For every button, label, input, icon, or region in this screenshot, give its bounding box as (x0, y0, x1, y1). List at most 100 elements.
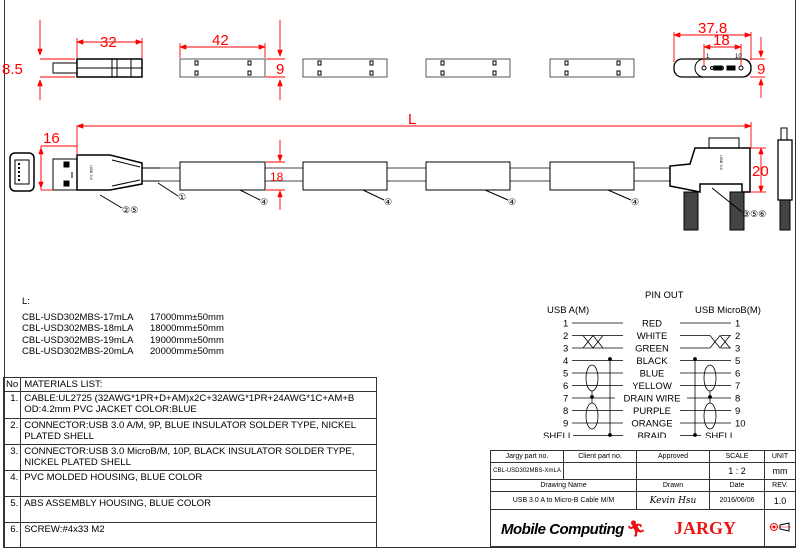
pinout-right-pin: 2 (735, 331, 740, 342)
jargy-part-label: Jargy part no. (490, 450, 564, 463)
dim-usb-a-height: 8.5 (2, 61, 23, 78)
part-number: CBL-USD302MBS-19mLA (22, 334, 134, 346)
dim-overmold-length: 42 (212, 32, 229, 49)
drawn-signature: Kevin Hsu (636, 491, 710, 510)
microb-molded-label: USB 3.0 (719, 155, 724, 171)
pinout-right-pin: 5 (735, 356, 740, 367)
microb-top-view (673, 58, 752, 78)
dim-microb-length: 37.8 (698, 20, 727, 37)
item-no: 3. (2, 444, 22, 471)
pinout-left-pin: 1 (563, 319, 568, 330)
pinout-right-header: USB MicroB(M) (695, 305, 761, 316)
usb-a-top-view (52, 58, 143, 78)
rev-label: REV. (764, 479, 796, 492)
runner-logo-icon: 🏃︎ (625, 520, 647, 538)
drawing-name-value: USB 3.0 A to Micro-B Cable M/M (490, 491, 637, 510)
pinout-wire-color: GREEN (635, 344, 669, 355)
callout-microb: ③⑤⑥ (742, 209, 766, 219)
twisted-pair-icon (582, 334, 604, 349)
pinout-wire-color: YELLOW (632, 381, 672, 392)
pinout-left-pin: 5 (563, 369, 568, 380)
length-list-item: CBL-USD302MBS-20mLA 20000mm±50mm (22, 346, 224, 358)
pinout-wire-color: BRAID (637, 431, 666, 438)
item-no: 5. (2, 496, 22, 523)
dim-plug-length: 16 (43, 130, 60, 147)
mobile-computing-logo: Mobile Computing (501, 520, 624, 538)
length-value: 17000mm±50mm (150, 311, 224, 323)
item-text: CABLE:UL2725 (32AWG*1PR+D+AM)x2C+32AWG*1… (20, 391, 377, 419)
drawing-frame (4, 0, 796, 548)
twisted-pair-icon (709, 334, 731, 349)
dim-microb-height: 9 (757, 61, 765, 78)
dim-microb-side-height: 20 (752, 163, 769, 180)
jargy-part-value: CBL-USD302MBS-XmLA (490, 462, 564, 480)
callout-cable: ① (178, 192, 186, 202)
title-block: Jargy part no. Client part no. Approved … (490, 450, 796, 547)
pinout-wire-color: DRAIN WIRE (624, 394, 681, 405)
materials-row: 3.CONNECTOR:USB 3.0 MicroB/M, 10P, BLACK… (2, 444, 377, 471)
projection-symbol-icon (764, 509, 796, 547)
materials-row: 5.ABS ASSEMBLY HOUSING, BLUE COLOR (2, 496, 377, 523)
pinout-wire-color: RED (642, 319, 662, 330)
dim-total-length: L (408, 111, 416, 128)
pinout-left-pin: SHELL (543, 431, 573, 438)
pinout-right-pin: 7 (735, 381, 740, 392)
item-no: 6. (2, 522, 22, 548)
pinout-left-pin: 6 (563, 381, 568, 392)
pinout-left-pin: 4 (563, 356, 568, 367)
materials-row: 2.CONNECTOR:USB 3.0 A/M, 9P, BLUE INSULA… (2, 418, 377, 445)
part-number: CBL-USD302MBS-17mLA (22, 311, 134, 323)
pinout-left-pin: 2 (563, 331, 568, 342)
item-text: CONNECTOR:USB 3.0 A/M, 9P, BLUE INSULATO… (20, 418, 377, 445)
pinout-left-pin: 7 (563, 394, 568, 405)
part-number: CBL-USD302MBS-20mLA (22, 346, 134, 357)
overmold-top-view (179, 58, 635, 78)
jargy-logo: JARGY (674, 517, 737, 538)
item-no: 2. (2, 418, 22, 445)
company-logos: Mobile Computing 🏃︎ JARGY (490, 509, 765, 547)
dim-microb-pin-span: 18 (713, 32, 730, 49)
item-text: PVC MOLDED HOUSING, BLUE COLOR (20, 470, 377, 497)
callout-overmold-3: ④ (508, 197, 516, 207)
pinout-wire-color: BLUE (640, 369, 665, 380)
usb-a-molded-label: USB 3.0 (89, 165, 94, 181)
leader-lines (99, 182, 743, 213)
item-text: CONNECTOR:USB 3.0 MicroB/M, 10P, BLACK I… (20, 444, 377, 471)
item-text: SCREW:#4x33 M2 (20, 522, 377, 548)
callout-overmold-2: ④ (384, 197, 392, 207)
item-no: 4. (2, 470, 22, 497)
pinout-wire-color: ORANGE (631, 419, 672, 430)
callout-usb-a: ②⑤ (122, 205, 138, 215)
date-value: 2016/06/06 (709, 491, 765, 510)
date-label: Date (709, 479, 765, 492)
usb-a-receptacle-face (9, 152, 35, 192)
item-no: 1. (2, 391, 22, 419)
pinout-right-pin: 8 (735, 394, 740, 405)
pin-label-10: 10 (735, 54, 742, 60)
dim-cable-od: 18 (270, 170, 284, 184)
length-value: 20000mm±50mm (150, 346, 224, 357)
pinout-right-pin: 6 (735, 369, 740, 380)
pinout-left-pin: 9 (563, 419, 568, 430)
approved-value (636, 462, 710, 480)
pinout-left-pin: 8 (563, 406, 568, 417)
pin-label-1: 1 (706, 54, 710, 60)
pinout-wire-color: BLACK (636, 356, 668, 367)
length-value: 18000mm±50mm (150, 323, 224, 334)
pinout-right-pin: 1 (735, 319, 740, 330)
pinout-right-pin: SHELL (705, 431, 735, 438)
client-part-value (563, 462, 637, 480)
length-list-item: CBL-USD302MBS-17mLA 17000mm±50mm (22, 312, 224, 324)
pinout-left-pin: 3 (563, 344, 568, 355)
client-part-label: Client part no. (563, 450, 637, 463)
pinout-right-pin: 10 (735, 419, 746, 430)
pinout-title: PIN OUT (645, 290, 684, 301)
dim-usb-a-length: 32 (100, 34, 117, 51)
drawn-label: Drawn (636, 479, 710, 492)
pinout-wire-color: WHITE (637, 331, 668, 342)
cable-drawing: 32 8.5 42 9 37.8 18 9 L 16 18 20 1 10 ②⑤… (2, 20, 793, 231)
